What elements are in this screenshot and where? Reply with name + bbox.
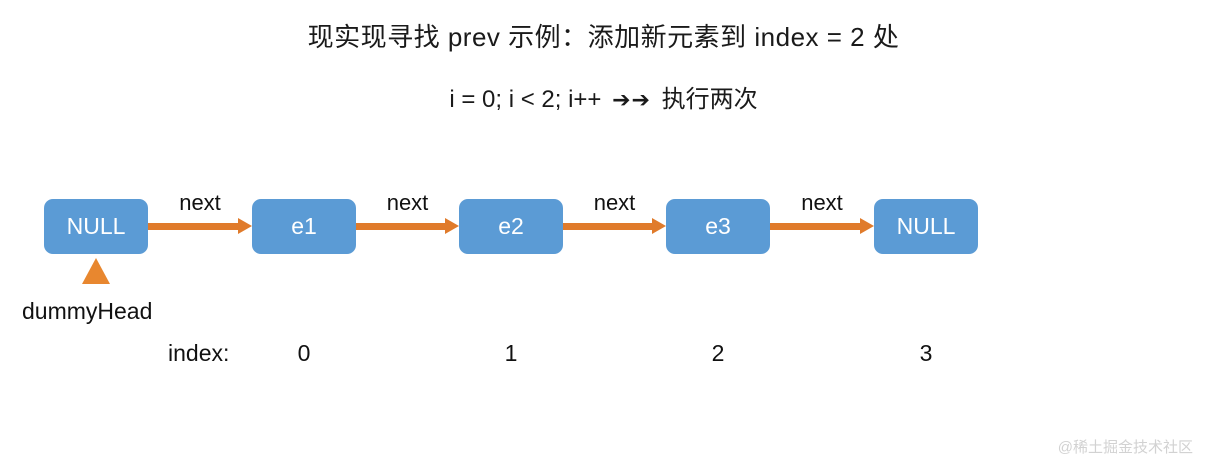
next-arrow-2-icon	[563, 218, 666, 234]
index-value-3: 3	[919, 340, 933, 366]
next-arrow-1-icon	[356, 218, 459, 234]
arrow-shaft	[563, 223, 653, 230]
subtitle-line: i = 0; i < 2; i++ ➔➔ 执行两次	[0, 84, 1207, 116]
index-row-label: index:	[168, 340, 230, 366]
watermark: @稀土掘金技术社区	[1057, 439, 1193, 456]
next-arrow-3-icon	[770, 218, 874, 234]
page-title: 现实现寻找 prev 示例：添加新元素到 index = 2 处	[307, 22, 900, 52]
loop-result-text: 执行两次	[661, 86, 758, 113]
double-arrow-icon: ➔➔	[612, 87, 651, 112]
arrow-head	[652, 218, 666, 234]
list-node-label: NULL	[66, 213, 126, 239]
arrow-head	[238, 218, 252, 234]
list-node-0: NULL	[44, 199, 148, 254]
list-node-2: e2	[459, 199, 563, 254]
dummy-head-marker-icon	[82, 258, 110, 284]
index-value-1: 1	[504, 340, 518, 366]
dummy-head-label: dummyHead	[22, 298, 153, 324]
list-node-label: e3	[705, 213, 731, 239]
next-edge-label-2: next	[593, 190, 636, 215]
next-edge-label-0: next	[179, 190, 221, 215]
next-edge-label-1: next	[386, 190, 429, 215]
next-arrow-0-icon	[148, 218, 252, 234]
arrow-shaft	[770, 223, 861, 230]
arrow-shaft	[356, 223, 446, 230]
list-node-label: e1	[291, 213, 317, 239]
list-node-label: e2	[498, 213, 524, 239]
list-node-4: NULL	[874, 199, 978, 254]
loop-expression: i = 0; i < 2; i++	[449, 86, 602, 113]
arrow-head	[445, 218, 459, 234]
next-edge-label-3: next	[801, 190, 843, 215]
list-node-label: NULL	[896, 213, 956, 239]
list-node-1: e1	[252, 199, 356, 254]
index-value-2: 2	[711, 340, 725, 366]
list-node-3: e3	[666, 199, 770, 254]
arrow-shaft	[148, 223, 239, 230]
arrow-head	[860, 218, 874, 234]
index-value-0: 0	[297, 340, 311, 366]
